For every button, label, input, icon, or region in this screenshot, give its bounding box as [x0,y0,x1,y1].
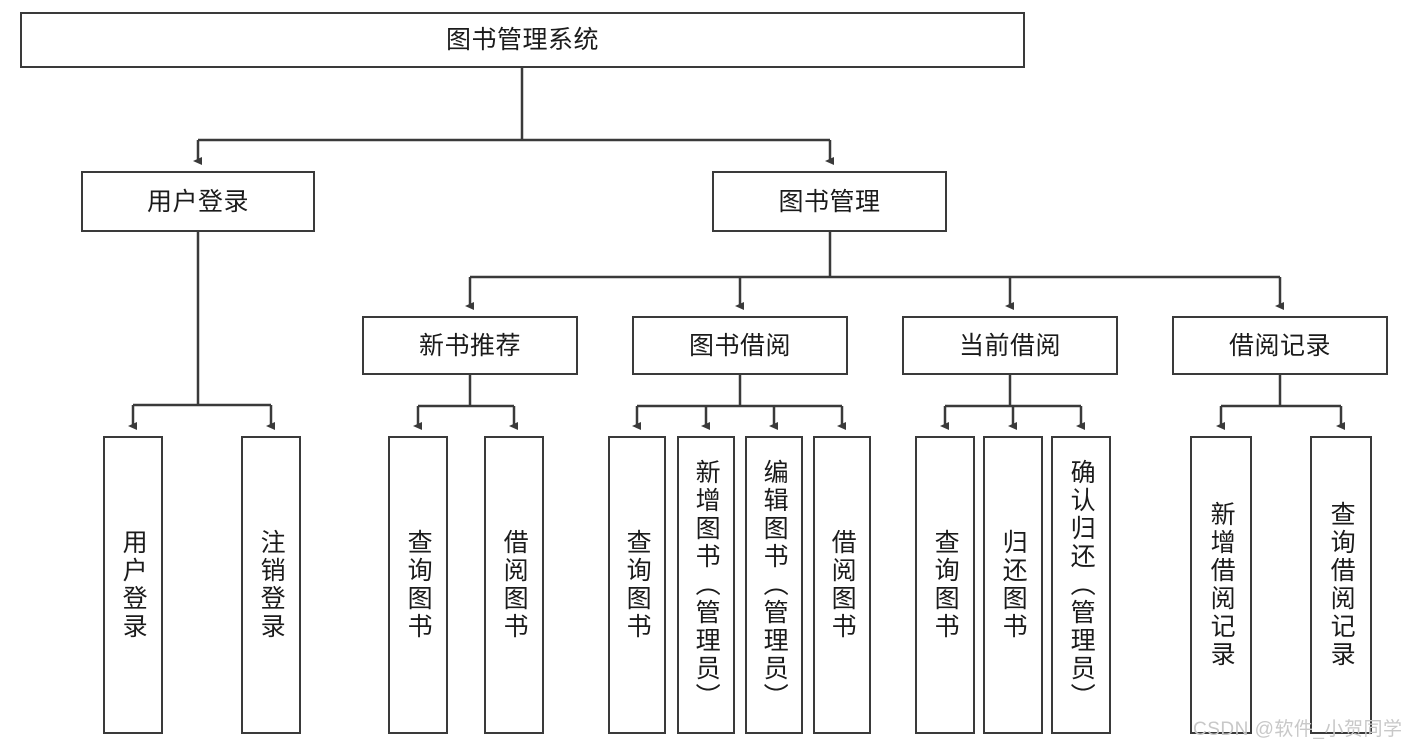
watermark-label: CSDN @软件_小贺同学 [1193,719,1403,740]
node-leaf-7[interactable]: 编辑图书（管理员） [745,436,803,734]
node-tier2-2[interactable]: 图书管理 [712,171,947,232]
node-leaf-11-label: 确认归还（管理员） [1067,459,1096,711]
node-leaf-5-label: 查询图书 [623,529,652,641]
node-leaf-11[interactable]: 确认归还（管理员） [1051,436,1111,734]
node-tier3-3[interactable]: 当前借阅 [902,316,1118,375]
node-tier3-4[interactable]: 借阅记录 [1172,316,1388,375]
node-leaf-12-label: 新增借阅记录 [1207,501,1236,669]
node-leaf-6-label: 新增图书（管理员） [692,459,721,711]
node-tier3-2[interactable]: 图书借阅 [632,316,848,375]
node-leaf-4-label: 借阅图书 [500,529,529,641]
node-leaf-7-label: 编辑图书（管理员） [760,459,789,711]
node-leaf-8-label: 借阅图书 [828,529,857,641]
node-leaf-3-label: 查询图书 [404,529,433,641]
node-root-label: 图书管理系统 [445,26,599,54]
node-tier3-3-label: 当前借阅 [958,331,1061,360]
node-leaf-13[interactable]: 查询借阅记录 [1310,436,1372,734]
node-tier3-1[interactable]: 新书推荐 [362,316,578,375]
node-leaf-2-label: 注销登录 [257,529,286,641]
node-tier3-1-label: 新书推荐 [418,331,521,360]
node-tier3-2-label: 图书借阅 [688,331,791,360]
node-leaf-9[interactable]: 查询图书 [915,436,975,734]
node-leaf-12[interactable]: 新增借阅记录 [1190,436,1252,734]
node-leaf-6[interactable]: 新增图书（管理员） [677,436,735,734]
node-leaf-5[interactable]: 查询图书 [608,436,666,734]
node-leaf-3[interactable]: 查询图书 [388,436,448,734]
node-root[interactable]: 图书管理系统 [20,12,1025,68]
node-leaf-2[interactable]: 注销登录 [241,436,301,734]
node-leaf-13-label: 查询借阅记录 [1327,501,1356,669]
node-tier2-1[interactable]: 用户登录 [81,171,315,232]
node-tier2-2-label: 图书管理 [778,187,881,216]
node-leaf-10-label: 归还图书 [999,529,1028,641]
node-tier2-1-label: 用户登录 [146,187,249,216]
node-leaf-1-label: 用户登录 [119,529,148,641]
node-leaf-10[interactable]: 归还图书 [983,436,1043,734]
node-leaf-1[interactable]: 用户登录 [103,436,163,734]
node-leaf-8[interactable]: 借阅图书 [813,436,871,734]
node-tier3-4-label: 借阅记录 [1228,331,1331,360]
node-leaf-4[interactable]: 借阅图书 [484,436,544,734]
node-leaf-9-label: 查询图书 [931,529,960,641]
